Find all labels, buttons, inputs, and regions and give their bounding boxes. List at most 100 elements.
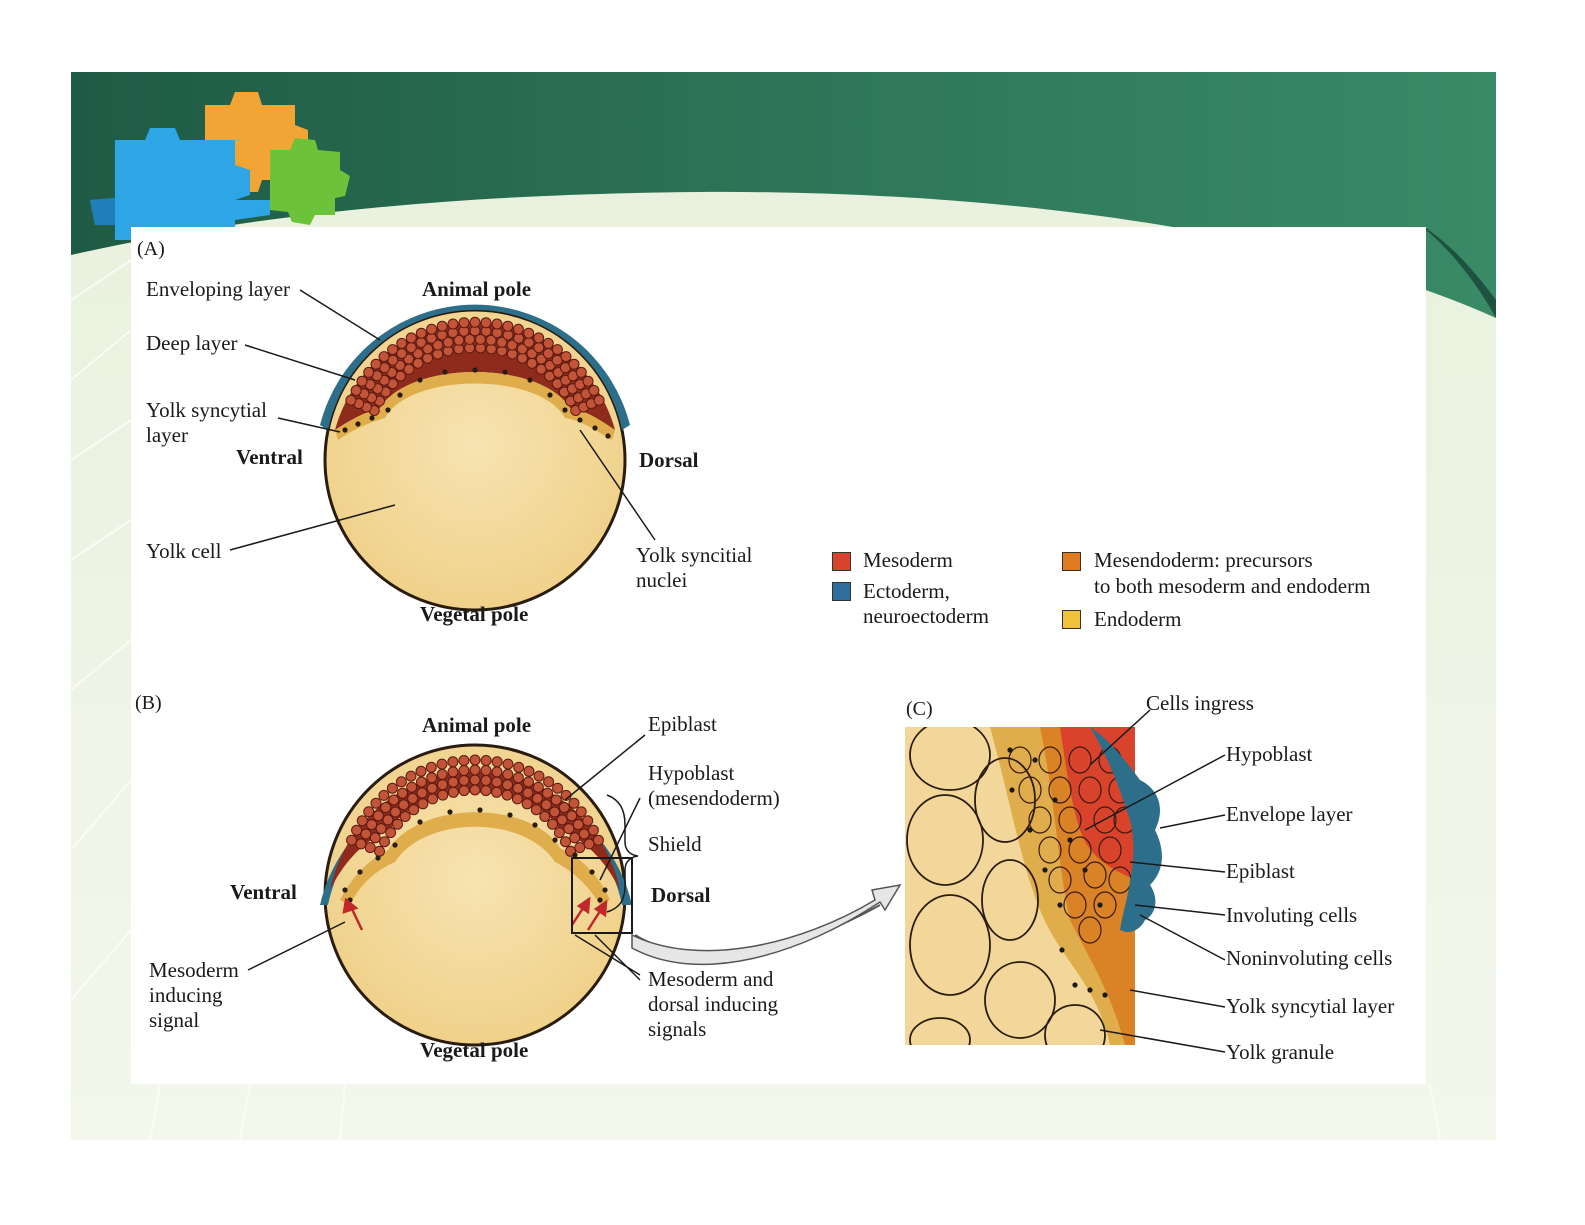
cell xyxy=(406,781,418,793)
cell xyxy=(453,334,465,346)
nucleus-dot xyxy=(1007,747,1013,753)
label-dorsal-signal-3: signals xyxy=(648,1017,707,1041)
nucleus-dot xyxy=(385,407,391,413)
cell xyxy=(398,799,410,811)
cell xyxy=(523,765,535,777)
cell xyxy=(1113,806,1135,834)
cell xyxy=(370,797,382,809)
nucleus-dot xyxy=(1067,837,1073,843)
cell xyxy=(480,775,492,786)
cell xyxy=(1008,746,1032,774)
cell xyxy=(491,766,503,778)
nucleus-dot xyxy=(562,407,568,413)
cell xyxy=(392,818,403,830)
cell xyxy=(427,793,439,805)
cell xyxy=(560,836,571,848)
cell xyxy=(502,758,514,770)
nucleus-dot xyxy=(1082,867,1088,873)
nucleus-dot xyxy=(502,369,508,375)
cell xyxy=(385,827,397,839)
cell xyxy=(521,798,533,810)
cell xyxy=(533,770,545,782)
cell xyxy=(366,819,378,831)
cell xyxy=(480,755,492,766)
cell xyxy=(432,339,444,351)
nucleus-dot xyxy=(1102,992,1108,998)
embryo-a xyxy=(320,304,630,612)
cell xyxy=(552,782,564,794)
nucleus-dot xyxy=(602,887,608,893)
cell xyxy=(422,343,434,355)
panel-label-c: (C) xyxy=(906,698,933,720)
panel-label-a: (A) xyxy=(137,238,165,260)
cell xyxy=(426,772,438,784)
cell xyxy=(447,766,459,778)
nucleus-dot xyxy=(1059,947,1065,953)
cell xyxy=(469,764,481,776)
cell xyxy=(533,332,545,344)
cell xyxy=(464,333,476,345)
cell xyxy=(1068,746,1092,774)
nucleus-dot xyxy=(1097,902,1103,908)
nucleus-dot xyxy=(397,392,403,398)
cell xyxy=(1068,836,1092,864)
cell xyxy=(540,799,552,811)
cell xyxy=(543,776,555,788)
nucleus-dot xyxy=(369,415,375,421)
nucleus-dot xyxy=(392,842,398,848)
nucleus-dot xyxy=(589,869,595,875)
nucleus-dot xyxy=(355,421,361,427)
cell xyxy=(512,782,524,794)
cell xyxy=(405,342,417,354)
cell xyxy=(447,318,459,330)
cell xyxy=(363,366,375,378)
cell xyxy=(1098,836,1122,864)
cell xyxy=(593,394,605,406)
cell xyxy=(396,337,408,349)
cell xyxy=(397,787,408,799)
cell xyxy=(592,834,604,846)
label-dorsal-signal-2: dorsal inducing xyxy=(648,992,779,1016)
cell xyxy=(437,779,448,791)
legend-swatch-mesoderm xyxy=(832,552,851,571)
cell xyxy=(356,815,368,827)
label-epiblast-b: Epiblast xyxy=(648,712,717,736)
cell xyxy=(378,351,390,363)
cell xyxy=(568,358,580,370)
cell xyxy=(485,334,497,346)
cell xyxy=(372,810,384,822)
cell xyxy=(572,819,584,831)
label-animal-pole-b: Animal pole xyxy=(422,713,532,737)
cell xyxy=(516,343,528,355)
cell xyxy=(395,776,407,788)
cell xyxy=(405,332,417,344)
legend-label-ectoderm-2: neuroectoderm xyxy=(863,604,989,628)
cell xyxy=(512,772,524,784)
cell xyxy=(425,332,437,344)
nucleus-dot xyxy=(447,809,453,815)
cell xyxy=(355,838,367,850)
panel-label-b: (B) xyxy=(135,692,162,714)
legend-swatch-ectoderm xyxy=(832,582,851,601)
cell xyxy=(447,776,459,788)
cell xyxy=(350,385,362,396)
cell xyxy=(542,348,554,359)
cell xyxy=(1063,891,1087,919)
cell xyxy=(436,758,448,770)
cell xyxy=(530,804,542,816)
cell xyxy=(458,317,470,329)
cell xyxy=(364,842,376,854)
label-yolk-cell: Yolk cell xyxy=(146,539,222,563)
cell xyxy=(582,375,594,387)
nucleus-dot xyxy=(1042,867,1048,873)
nucleus-dot xyxy=(572,852,578,858)
cell xyxy=(516,352,528,364)
cell xyxy=(550,794,562,806)
cell xyxy=(523,337,535,348)
nucleus-dot xyxy=(472,367,478,373)
cell xyxy=(1048,866,1072,894)
label-cells-ingress: Cells ingress xyxy=(1146,691,1254,715)
nucleus-dot xyxy=(527,377,533,383)
cell xyxy=(387,344,399,356)
